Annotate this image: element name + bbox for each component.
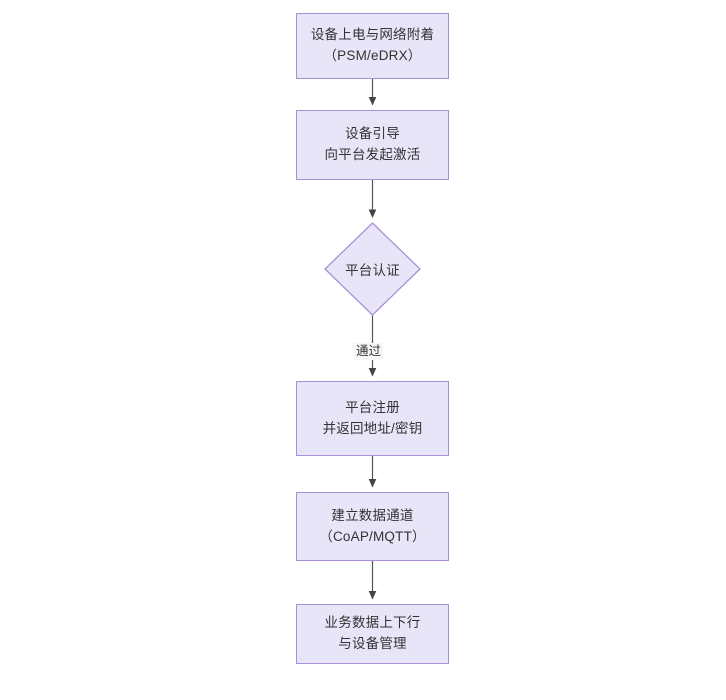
node-platform-auth-label: 平台认证 [345, 263, 400, 278]
node-data-channel-line2: （CoAP/MQTT） [319, 528, 426, 544]
node-bootstrap-line2: 向平台发起激活 [324, 147, 421, 162]
node-bootstrap[interactable]: 设备引导 向平台发起激活 [296, 110, 449, 180]
node-platform-register-line1: 平台注册 [345, 399, 400, 415]
node-business-data-line1: 业务数据上下行 [324, 615, 421, 631]
node-power-on-line2: （PSM/eDRX） [323, 48, 422, 63]
node-platform-register[interactable]: 平台注册 并返回地址/密钥 [296, 381, 449, 456]
node-data-channel-line1: 建立数据通道 [331, 507, 414, 523]
node-business-data[interactable]: 业务数据上下行 与设备管理 [296, 604, 449, 664]
node-bootstrap-line1: 设备引导 [345, 126, 400, 142]
node-business-data-line2: 与设备管理 [338, 636, 407, 651]
node-platform-auth[interactable]: 平台认证 [324, 222, 421, 316]
edge-label-pass: 通过 [354, 343, 384, 360]
node-platform-register-line2: 并返回地址/密钥 [322, 420, 423, 436]
node-power-on-line1: 设备上电与网络附着 [310, 27, 435, 43]
node-power-on[interactable]: 设备上电与网络附着 （PSM/eDRX） [296, 13, 449, 79]
node-data-channel[interactable]: 建立数据通道 （CoAP/MQTT） [296, 492, 449, 561]
